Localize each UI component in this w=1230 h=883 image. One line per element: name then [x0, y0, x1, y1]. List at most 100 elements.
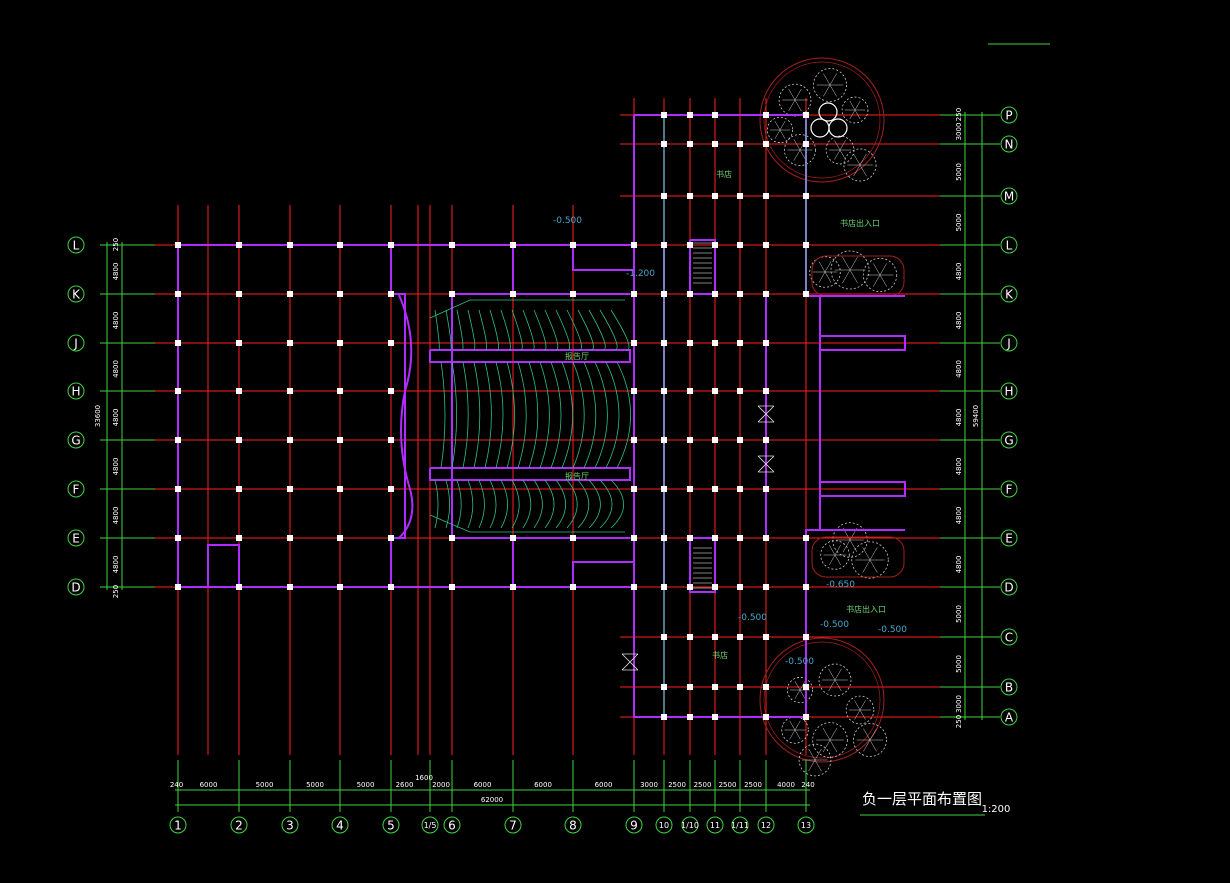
column	[737, 340, 743, 346]
landscape-trees	[759, 57, 905, 777]
seat-row	[434, 309, 440, 351]
column	[236, 535, 242, 541]
seat-row	[577, 309, 594, 351]
axis-bubble-11	[706, 816, 724, 834]
tree-branch	[834, 679, 842, 692]
room-label-hall-1: 报告厅	[565, 351, 589, 361]
axis-bubble-right-G	[1000, 431, 1018, 449]
axis-bubble-right-L-label: L	[1006, 239, 1013, 253]
axis-bubble-13	[797, 816, 815, 834]
axis-bubble-right-H	[1000, 382, 1018, 400]
column	[661, 388, 667, 394]
dimension-text: 6000	[534, 781, 552, 789]
column	[661, 340, 667, 346]
column	[661, 141, 667, 147]
axis-bubble-3-label: 3	[286, 819, 294, 833]
dimension-text: 5000	[256, 781, 274, 789]
column	[287, 242, 293, 248]
column	[337, 535, 343, 541]
seat-row	[572, 361, 585, 469]
axis-bubble-8	[564, 816, 582, 834]
wall-corridor	[429, 349, 631, 363]
column	[337, 340, 343, 346]
column	[388, 584, 394, 590]
column	[737, 291, 743, 297]
dimension-text: 4800	[112, 556, 120, 574]
axis-bubble-right-P-label: P	[1005, 109, 1012, 123]
column	[236, 340, 242, 346]
tree-icon	[820, 540, 850, 570]
column	[687, 141, 693, 147]
column	[712, 388, 718, 394]
column	[712, 486, 718, 492]
axis-bubble-8-label: 8	[569, 819, 577, 833]
annotations: 书店 书店 报告厅 报告厅 书店出入口 书店出入口 -0.500 -1.200 …	[553, 169, 1010, 815]
column	[287, 388, 293, 394]
axis-bubble-1-5	[421, 816, 439, 834]
column	[388, 388, 394, 394]
seat-row	[500, 479, 508, 529]
column	[287, 437, 293, 443]
column	[388, 486, 394, 492]
tree-branch	[842, 539, 851, 553]
axis-bubble-left-G-label: G	[71, 434, 80, 448]
wall	[572, 561, 634, 587]
column	[712, 141, 718, 147]
column	[570, 291, 576, 297]
tree-icon	[862, 257, 898, 293]
axis-bubble-right-D-label: D	[1004, 581, 1013, 595]
tree-branch	[863, 728, 871, 741]
column	[803, 193, 809, 199]
axis-bubble-11-label: 11	[710, 821, 720, 830]
escalator-icon	[621, 653, 639, 671]
seat-row	[566, 309, 582, 351]
column	[687, 388, 693, 394]
seat-row	[500, 309, 511, 351]
tree-branch	[879, 274, 887, 287]
seat-row	[539, 361, 550, 469]
tree-icon	[818, 663, 852, 697]
column	[803, 584, 809, 590]
axis-bubble-4-label: 4	[336, 819, 344, 833]
column	[737, 193, 743, 199]
tree-branch	[859, 153, 867, 166]
column	[737, 684, 743, 690]
column	[763, 340, 769, 346]
column	[337, 584, 343, 590]
dimension-text: 250	[112, 238, 120, 251]
tree-branch	[873, 263, 881, 276]
column	[661, 584, 667, 590]
tree-branch	[842, 269, 851, 284]
column	[803, 684, 809, 690]
dimension-text: 5000	[955, 655, 963, 673]
tree-branch	[808, 748, 816, 761]
level-mark: -0.500	[738, 613, 767, 623]
axis-bubble-1-5-label: 1/5	[424, 821, 437, 830]
axis-bubble-left-F	[67, 480, 85, 498]
tree-branch	[859, 164, 867, 177]
axis-bubble-left-L-label: L	[73, 239, 80, 253]
tree-branch	[849, 256, 858, 271]
tree-branch	[808, 759, 816, 772]
room-label-bookstore-north: 书店	[716, 169, 732, 179]
tree-icon	[853, 723, 887, 757]
level-mark: -0.500	[553, 216, 582, 226]
walls	[177, 114, 906, 718]
wall	[207, 544, 240, 587]
column	[712, 584, 718, 590]
tree-branch	[834, 149, 841, 160]
dimension-text: 3000	[955, 695, 963, 713]
axis-bubble-7	[504, 816, 522, 834]
tree-branch	[793, 139, 801, 151]
tree-branch	[862, 547, 871, 561]
column	[763, 634, 769, 640]
column	[661, 634, 667, 640]
planter-circle	[759, 57, 885, 183]
dimension-total: 62000	[481, 796, 503, 804]
column	[803, 242, 809, 248]
tree-branch	[834, 544, 841, 556]
column	[687, 714, 693, 720]
tree-branch	[869, 547, 878, 561]
axis-bubble-right-K-label: K	[1005, 288, 1014, 302]
